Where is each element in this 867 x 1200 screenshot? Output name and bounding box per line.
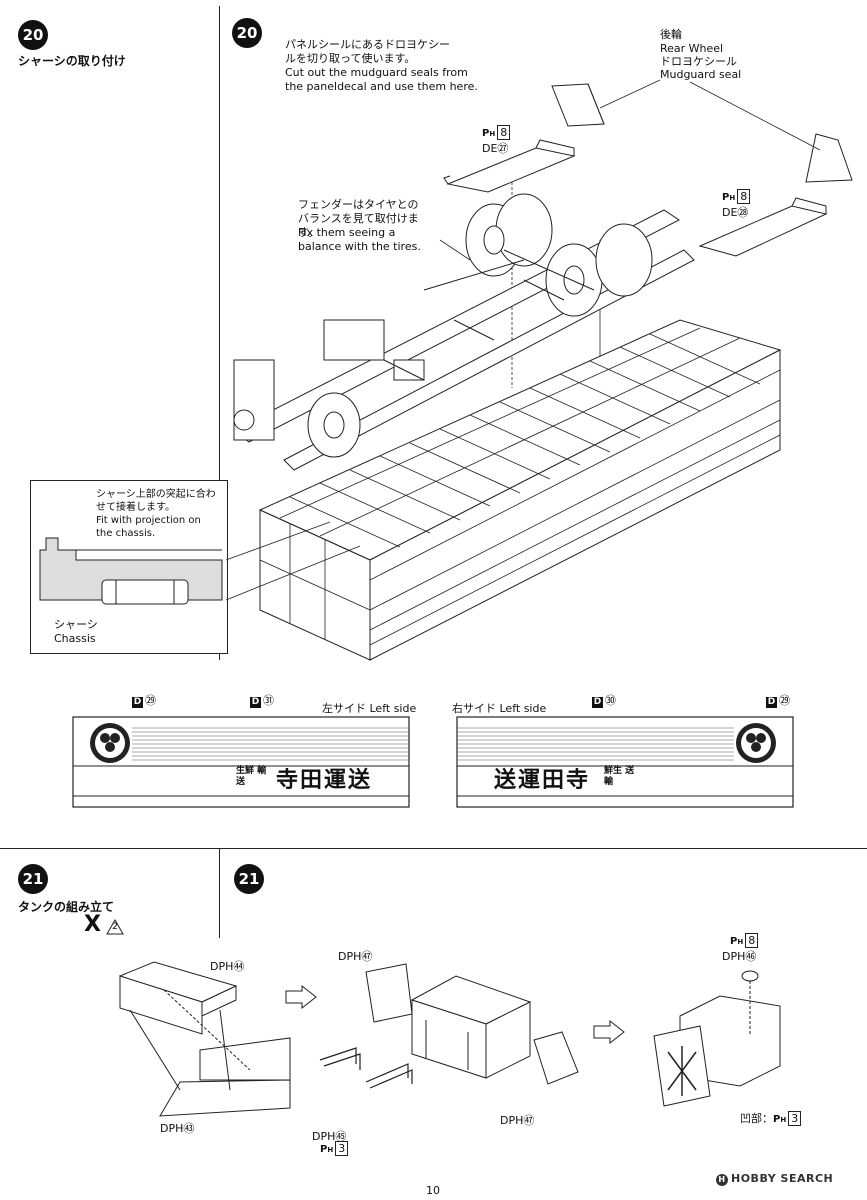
fender-note-jp: フェンダーはタイヤとのバランスを見て取付けます。	[298, 198, 419, 239]
right-side-label: 右サイド Left side	[452, 702, 547, 715]
tank-assembly-drawing	[319, 963, 579, 1089]
left-side-label: 左サイド Left side	[322, 702, 417, 715]
tank-final-drawing	[653, 970, 781, 1107]
step21-divider	[219, 848, 220, 938]
chassis-label-en: Chassis	[54, 632, 96, 645]
van-body-drawing	[258, 319, 782, 661]
mudguard-seal-right	[805, 133, 853, 183]
chassis-drawing	[233, 193, 695, 471]
tank-half-drawing	[118, 961, 291, 1117]
mudguard-note-jp: パネルシールにあるドロヨケシールを切り取って使います。	[285, 38, 450, 65]
mudguard-seal-label-jp: ドロヨケシール	[660, 55, 737, 68]
inset-leader-lines	[225, 521, 361, 601]
step20-heading: シャーシの取り付け	[18, 54, 126, 68]
inset-note-en: Fit with projection on the chassis.	[96, 515, 201, 539]
fender-left	[443, 139, 576, 193]
arrow-right-1	[285, 984, 317, 1010]
step21-number-left: 21	[18, 864, 48, 894]
part-de27: DE㉗	[482, 142, 509, 155]
step20-number-left: 20	[18, 20, 48, 50]
arrow-right-2	[593, 1019, 625, 1045]
inset-note-jp: シャーシ上部の突起に合わせて接着します。	[96, 489, 216, 513]
left-small-text: 生鮮 輸送	[236, 766, 267, 787]
fender-note-en: Fix them seeing a balance with the tires…	[298, 226, 421, 253]
rear-wheel-label-en: Rear Wheel	[660, 42, 724, 55]
step21-top-divider	[0, 848, 867, 849]
part-dph44: DPH㊹	[210, 960, 245, 973]
quantity-indicator: X 2	[84, 912, 124, 937]
rear-wheel-label-jp: 後輪	[660, 28, 682, 41]
mudguard-note-en: Cut out the mudguard seals from the pane…	[285, 66, 478, 93]
mudguard-seal-left	[551, 83, 605, 127]
part-dph47-top: DPH㊼	[338, 950, 373, 963]
part-dph46: DPH㊻	[722, 950, 757, 963]
right-side-panel	[456, 716, 794, 808]
fender-right	[698, 197, 828, 257]
step20-divider	[219, 6, 220, 660]
step21-heading: タンクの組み立て	[18, 900, 115, 914]
part-de28: DE㉘	[722, 206, 749, 219]
mudguard-seal-label-en: Mudguard seal	[660, 68, 742, 81]
page-number: 10	[426, 1184, 440, 1197]
inset-chassis-drawing	[39, 537, 223, 605]
right-company-text: 送運田寺	[494, 767, 591, 793]
step21-number-right: 21	[234, 864, 264, 894]
left-side-panel	[72, 716, 410, 808]
part-dph43: DPH㊸	[160, 1122, 195, 1135]
left-company-text: 寺田運送	[276, 767, 373, 793]
chassis-label-jp: シャーシ	[54, 618, 98, 631]
part-dph47-bottom: DPH㊼	[500, 1114, 535, 1127]
part-dph45: DPH㊺	[312, 1130, 347, 1143]
right-small-text: 鮮生 送輸	[604, 766, 635, 787]
step20-number-right: 20	[232, 18, 262, 48]
